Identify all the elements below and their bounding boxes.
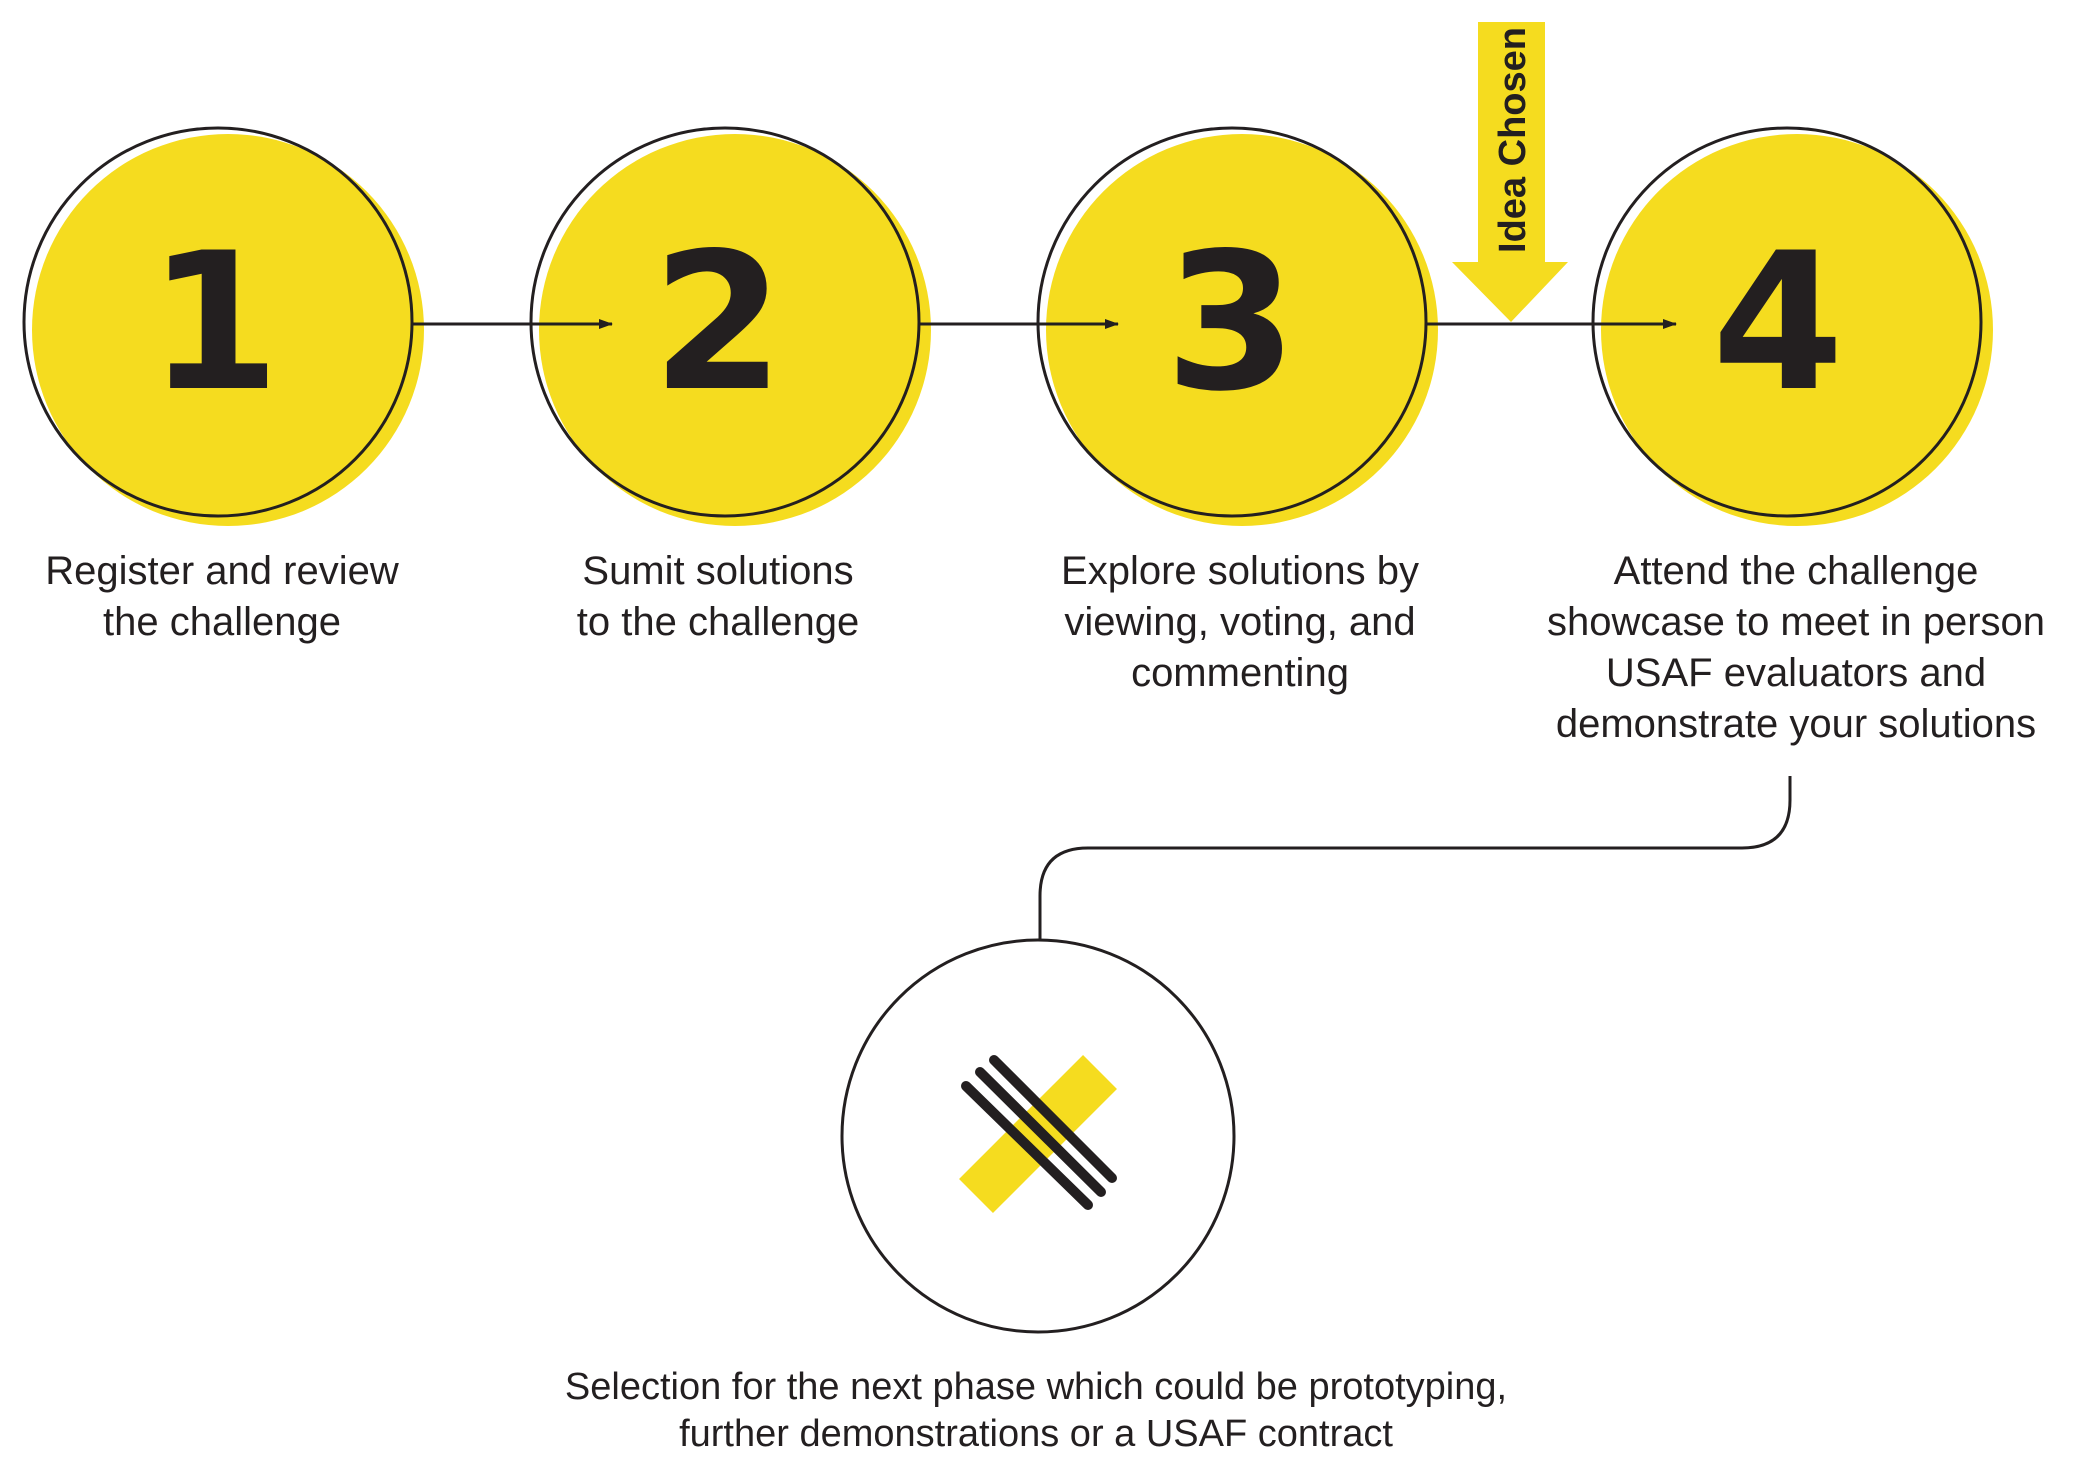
step-4: 4 bbox=[1591, 126, 1993, 526]
final-step-caption-line-1: Selection for the next phase which could… bbox=[564, 1366, 1508, 1408]
step-2-caption: Sumit solutions to the challenge bbox=[577, 546, 859, 648]
down-arrow-icon bbox=[1452, 22, 1568, 322]
step-2-yellow-disc bbox=[539, 134, 931, 526]
step-4-number: 4 bbox=[1712, 212, 1844, 433]
step-3-caption-line-3: commenting bbox=[1131, 651, 1349, 695]
step-1-caption-line-1: Register and review bbox=[45, 549, 399, 593]
step-1-ring bbox=[22, 126, 414, 518]
step-1-caption-line-2: the challenge bbox=[103, 600, 341, 644]
step-4-yellow-disc bbox=[1601, 134, 1993, 526]
step-4-caption-line-3: USAF evaluators and bbox=[1605, 651, 1987, 695]
step-3-number: 3 bbox=[1165, 212, 1297, 433]
step-4-caption: Attend the challenge showcase to meet in… bbox=[1547, 546, 2045, 750]
step-1-yellow-disc bbox=[32, 134, 424, 526]
step-3-caption-line-1: Explore solutions by bbox=[1061, 549, 1419, 593]
step-3: 3 bbox=[1036, 126, 1438, 526]
step-2: 2 bbox=[529, 126, 931, 526]
step-2-ring bbox=[529, 126, 921, 518]
step-1-number: 1 bbox=[148, 212, 280, 433]
final-step-caption: Selection for the next phase which could… bbox=[565, 1364, 1507, 1458]
step-3-caption: Explore solutions by viewing, voting, an… bbox=[1061, 546, 1419, 699]
idea-chosen-marker: Idea Chosen bbox=[1452, 22, 1568, 322]
crossed-lines-icon bbox=[959, 1055, 1117, 1213]
connector-path-4-final bbox=[1035, 776, 1792, 985]
step-4-caption-line-2: showcase to meet in person bbox=[1546, 600, 2046, 644]
step-2-caption-line-2: to the challenge bbox=[576, 600, 860, 644]
step-4-caption-line-1: Attend the challenge bbox=[1613, 549, 1979, 593]
final-step bbox=[840, 938, 1236, 1334]
step-1: 1 bbox=[22, 126, 424, 526]
step-2-number: 2 bbox=[652, 212, 784, 433]
idea-chosen-label: Idea Chosen bbox=[1492, 27, 1534, 253]
final-step-caption-line-2: further demonstrations or a USAF contrac… bbox=[679, 1413, 1393, 1455]
step-4-ring bbox=[1591, 126, 1983, 518]
step-3-caption-line-2: viewing, voting, and bbox=[1064, 600, 1416, 644]
step-1-caption: Register and review the challenge bbox=[45, 546, 399, 648]
step-3-ring bbox=[1036, 126, 1428, 518]
step-4-caption-line-4: demonstrate your solutions bbox=[1555, 702, 2037, 746]
step-3-yellow-disc bbox=[1046, 134, 1438, 526]
step-2-caption-line-1: Sumit solutions bbox=[582, 549, 854, 593]
